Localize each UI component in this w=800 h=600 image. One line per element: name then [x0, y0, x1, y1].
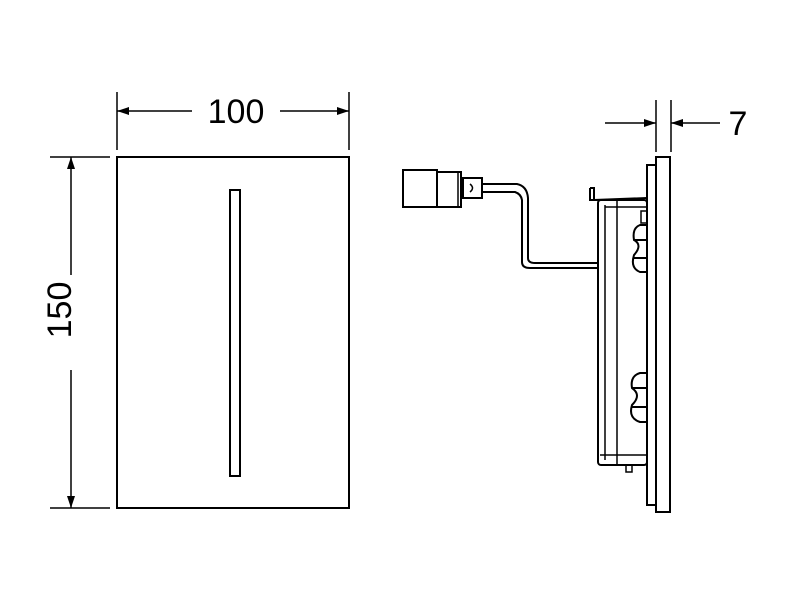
connector-plug: [402, 169, 483, 208]
front-plate-outline: [116, 156, 350, 509]
clip-top: [631, 224, 647, 273]
side-plate: [655, 156, 671, 513]
inner-plate: [646, 164, 657, 506]
cable: [483, 183, 598, 264]
mounting-bracket: [589, 187, 648, 202]
connector-notch: [469, 183, 474, 193]
housing-bottom-pin: [625, 464, 633, 473]
height-dimension: 150: [41, 156, 110, 509]
housing-box: [597, 199, 648, 466]
sensor-slot: [229, 189, 241, 477]
width-label: 100: [208, 93, 265, 131]
depth-label: 7: [729, 105, 748, 143]
depth-dimension: 7: [605, 100, 747, 152]
front-view: [116, 156, 350, 509]
clip-top-post: [640, 210, 648, 224]
connector-strain-relief: [462, 177, 483, 199]
width-dimension: 100: [116, 92, 350, 150]
cable-inner-edge: [483, 191, 598, 269]
connector-body: [402, 169, 438, 208]
clip-bottom: [630, 372, 647, 423]
side-view: [402, 156, 671, 513]
connector-collar: [436, 171, 462, 208]
height-label: 150: [41, 282, 79, 339]
